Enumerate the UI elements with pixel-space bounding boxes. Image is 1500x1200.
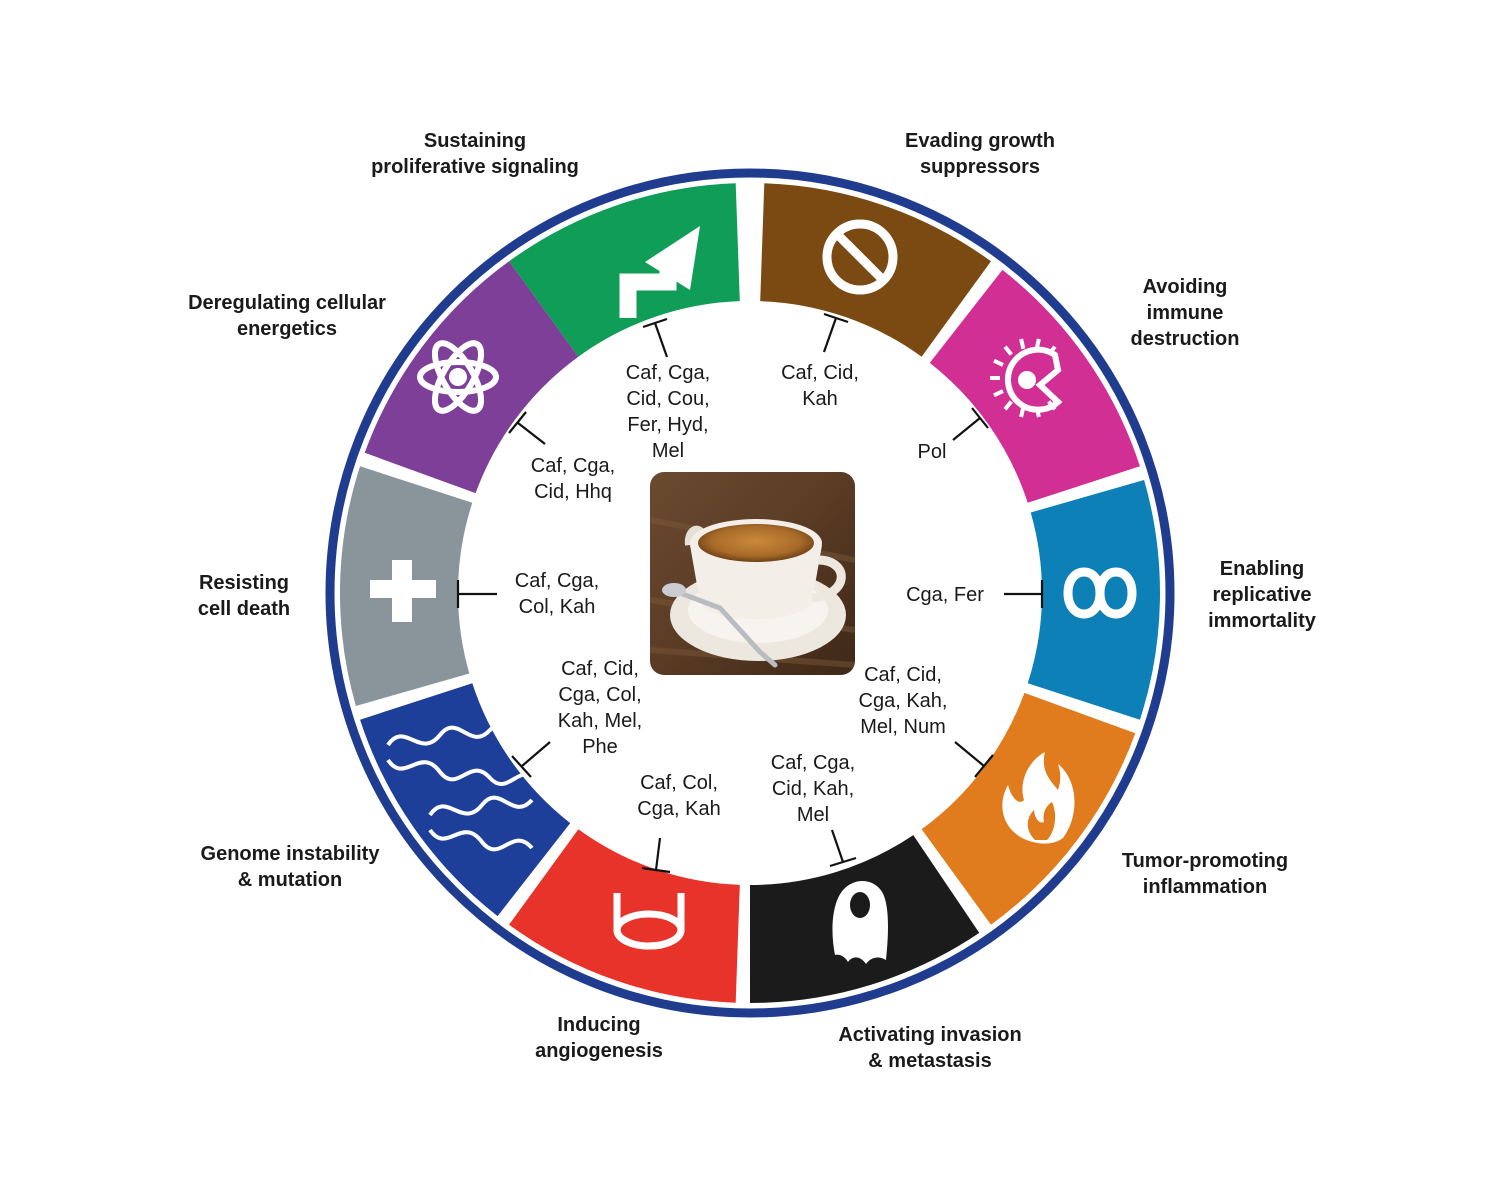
flame-icon <box>1002 752 1075 844</box>
label-energetics-line: energetics <box>237 318 337 340</box>
immune-cell-icon <box>990 338 1063 418</box>
label-inflammation-line: inflammation <box>1143 876 1267 898</box>
label-growth-line: Evading growth <box>905 130 1055 152</box>
compounds-energetics: Caf, Cga, Cid, Hhq <box>531 455 615 503</box>
label-immortality-line: immortality <box>1208 610 1317 632</box>
compounds-invasion: Caf, Cga, Cid, Kah, Mel <box>771 752 855 826</box>
compounds-inflammation-line: Caf, Cid, <box>864 664 942 686</box>
compounds-inflammation-line: Cga, Kah, <box>859 690 948 712</box>
segment-genome <box>360 683 571 917</box>
inhibitor-angiogenesis <box>641 837 671 874</box>
compounds-growth: Caf, Cid, Kah <box>781 362 859 410</box>
label-proliferative-line: Sustaining <box>424 130 526 152</box>
label-immortality-line: replicative <box>1213 584 1312 606</box>
label-death: Resisting cell death <box>198 572 290 620</box>
compounds-invasion-line: Mel <box>797 804 829 826</box>
compounds-inflammation: Caf, Cid, Cga, Kah, Mel, Num <box>859 664 948 738</box>
label-invasion-line: & metastasis <box>868 1050 991 1072</box>
label-angiogenesis-line: Inducing <box>557 1014 640 1036</box>
compounds-genome: Caf, Cid, Cga, Col, Kah, Mel, Phe <box>558 658 642 758</box>
label-growth-line: suppressors <box>920 156 1040 178</box>
label-immune: Avoiding immune destruction <box>1131 276 1240 350</box>
inhibitor-immortality <box>1004 580 1044 608</box>
blood-vessel-icon <box>613 893 685 950</box>
label-proliferative: Sustaining proliferative signaling <box>371 130 579 178</box>
inhibitor-genome <box>511 741 551 778</box>
label-genome-line: Genome instability <box>201 843 381 865</box>
label-inflammation: Tumor-promoting inflammation <box>1122 850 1288 898</box>
compounds-energetics-line: Caf, Cga, <box>531 455 615 477</box>
compounds-genome-line: Cga, Col, <box>558 684 641 706</box>
segment-proliferative <box>509 183 740 357</box>
arrow-icon <box>619 226 700 318</box>
hallmark-segments <box>339 183 1160 1003</box>
compounds-growth-line: Kah <box>802 388 838 410</box>
compounds-immortality-line: Cga, Fer <box>906 584 984 606</box>
metastasis-cell-icon <box>832 881 888 964</box>
compounds-death-line: Col, Kah <box>519 596 596 618</box>
compounds-energetics-line: Cid, Hhq <box>534 481 612 503</box>
label-energetics: Deregulating cellular energetics <box>188 292 386 340</box>
infinity-icon <box>1063 567 1137 619</box>
compounds-angiogenesis: Caf, Col, Cga, Kah <box>637 772 720 820</box>
label-angiogenesis: Inducing angiogenesis <box>535 1014 663 1062</box>
inhibitor-invasion <box>829 829 857 868</box>
label-death-line: Resisting <box>199 572 289 594</box>
compounds-growth-line: Caf, Cid, <box>781 362 859 384</box>
compounds-invasion-line: Cid, Kah, <box>772 778 854 800</box>
compounds-death-line: Caf, Cga, <box>515 570 599 592</box>
dna-icon <box>386 721 540 852</box>
label-angiogenesis-line: angiogenesis <box>535 1040 663 1062</box>
label-immortality-line: Enabling <box>1220 558 1304 580</box>
no-entry-icon <box>822 219 898 295</box>
segment-immortality <box>1027 479 1160 720</box>
compounds-immortality: Cga, Fer <box>906 584 984 606</box>
inhibitor-inflammation <box>954 741 994 778</box>
label-genome-line: & mutation <box>238 869 342 891</box>
label-immortality: Enabling replicative immortality <box>1208 558 1317 632</box>
inhibitor-proliferative <box>642 317 669 358</box>
hallmark-icons <box>370 219 1137 964</box>
label-proliferative-line: proliferative signaling <box>371 156 579 178</box>
label-immune-line: immune <box>1147 302 1224 324</box>
compounds-proliferative: Caf, Cga, Cid, Cou, Fer, Hyd, Mel <box>626 362 710 462</box>
compounds-genome-line: Caf, Cid, <box>561 658 639 680</box>
compounds-genome-line: Kah, Mel, <box>558 710 642 732</box>
cross-icon <box>370 560 436 622</box>
compounds-death: Caf, Cga, Col, Kah <box>515 570 599 618</box>
label-death-line: cell death <box>198 598 290 620</box>
compounds-invasion-line: Caf, Cga, <box>771 752 855 774</box>
compounds-proliferative-line: Cid, Cou, <box>626 388 709 410</box>
label-immune-line: Avoiding <box>1143 276 1228 298</box>
inhibitor-energetics <box>508 411 546 445</box>
compounds-angiogenesis-line: Cga, Kah <box>637 798 720 820</box>
label-genome: Genome instability & mutation <box>201 843 381 891</box>
label-immune-line: destruction <box>1131 328 1240 350</box>
inhibitor-growth <box>822 312 849 353</box>
inhibitor-death <box>456 580 497 608</box>
compounds-genome-line: Phe <box>582 736 618 758</box>
hallmark-labels: Sustaining proliferative signaling Evading… <box>188 130 1317 1072</box>
label-invasion: Activating invasion & metastasis <box>838 1024 1021 1072</box>
compounds-angiogenesis-line: Caf, Col, <box>640 772 718 794</box>
compounds-immune-line: Pol <box>918 441 947 463</box>
segment-immune <box>929 269 1140 503</box>
label-growth: Evading growth suppressors <box>905 130 1055 178</box>
atom-icon <box>417 340 499 414</box>
outer-ring <box>325 168 1175 1018</box>
inhibition-lines <box>456 312 1044 874</box>
compounds-proliferative-line: Fer, Hyd, <box>627 414 708 436</box>
label-invasion-line: Activating invasion <box>838 1024 1021 1046</box>
center-coffee-image <box>650 472 855 675</box>
label-inflammation-line: Tumor-promoting <box>1122 850 1288 872</box>
label-energetics-line: Deregulating cellular <box>188 292 386 314</box>
compounds-proliferative-line: Caf, Cga, <box>626 362 710 384</box>
compounds-inflammation-line: Mel, Num <box>860 716 946 738</box>
compounds-proliferative-line: Mel <box>652 440 684 462</box>
compounds-immune: Pol <box>918 441 947 463</box>
inhibitor-immune <box>952 407 989 441</box>
